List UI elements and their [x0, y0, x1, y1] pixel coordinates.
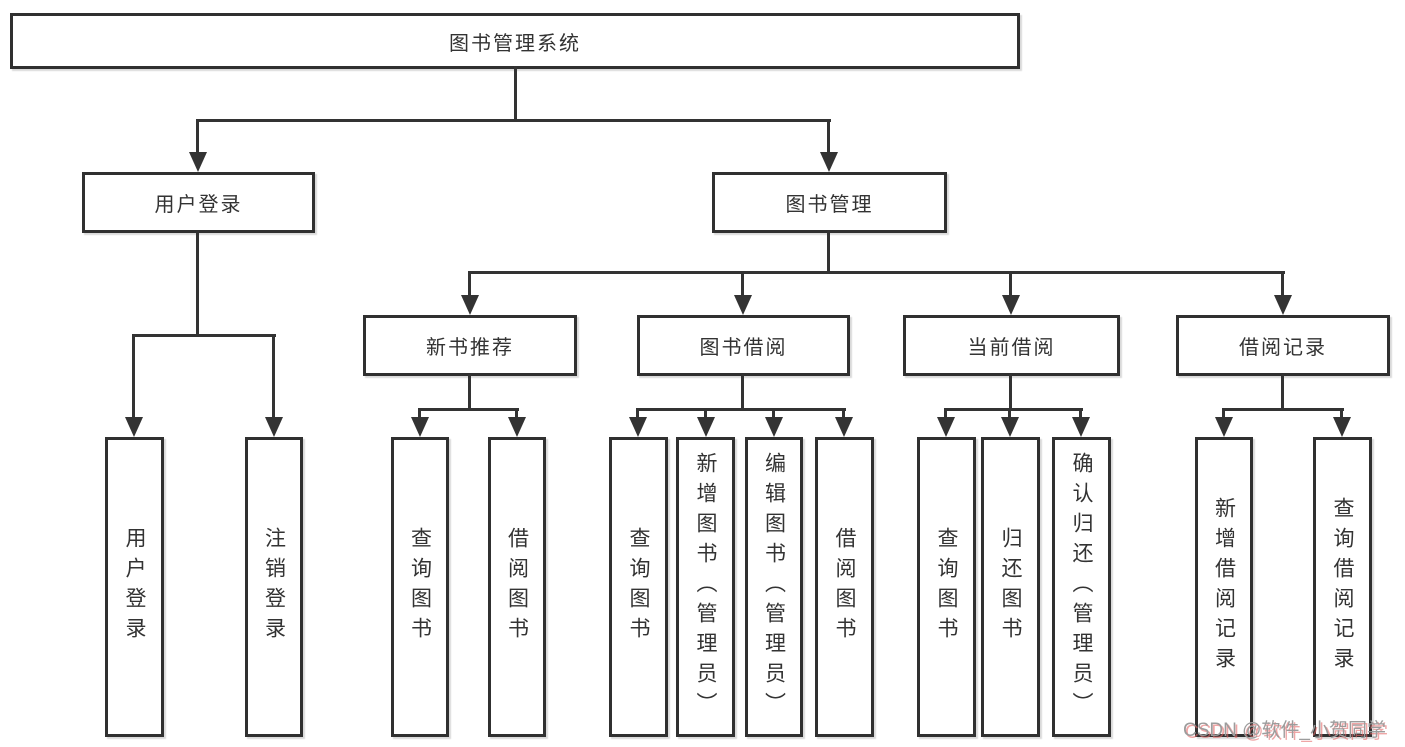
connector-arrowhead-down [1274, 295, 1292, 315]
leaf-label: 查询图书 [627, 527, 650, 647]
node-book-management: 图书管理 [712, 172, 947, 233]
connector-line [1281, 374, 1284, 410]
connector-line [468, 271, 471, 298]
connector-line [272, 334, 275, 419]
leaf-label: 新增借阅记录 [1212, 497, 1236, 677]
connector-line [1281, 271, 1284, 298]
node-book-borrow: 图书借阅 [637, 315, 850, 376]
connector-line [772, 408, 775, 420]
node-leaf-return-books: 归还图书 [981, 437, 1040, 737]
node-book-management-label: 图书管理 [785, 194, 874, 216]
connector-line [636, 408, 639, 420]
node-leaf-query-books-borrow: 查询图书 [609, 437, 668, 737]
connector-arrowhead-down [629, 417, 647, 437]
connector-line [1008, 408, 1011, 420]
connector-arrowhead-down [820, 152, 838, 172]
connector-line [196, 119, 199, 154]
connector-line [1009, 271, 1012, 298]
connector-arrowhead-down [697, 417, 715, 437]
node-leaf-borrow-books-recommend: 借阅图书 [488, 437, 546, 737]
leaf-label: 用户登录 [123, 527, 146, 647]
connector-line [418, 408, 519, 411]
leaf-label: 查询借阅记录 [1331, 497, 1354, 677]
connector-line [132, 334, 135, 419]
connector-arrowhead-down [835, 417, 853, 437]
connector-arrowhead-down [411, 417, 429, 437]
node-leaf-edit-books-admin: 编辑图书（管理员） [745, 437, 803, 737]
connector-line [1340, 408, 1343, 420]
leaf-label: 借阅图书 [833, 527, 856, 647]
node-leaf-add-borrow-record: 新增借阅记录 [1195, 437, 1253, 737]
connector-line [468, 374, 471, 410]
node-root-label: 图书管理系统 [449, 32, 581, 55]
leaf-label: 注销登录 [262, 527, 286, 647]
connector-line [1009, 374, 1012, 410]
node-root: 图书管理系统 [10, 13, 1020, 69]
connector-line [944, 408, 1083, 411]
leaf-label: 借阅图书 [505, 527, 529, 647]
node-user-login-label: 用户登录 [154, 194, 243, 216]
connector-line [1222, 408, 1344, 411]
connector-line [827, 230, 830, 274]
leaf-label: 归还图书 [999, 527, 1022, 647]
watermark: CSDN @软件_小贺同学 [1183, 720, 1386, 741]
connector-line [196, 119, 831, 122]
connector-arrowhead-down [461, 295, 479, 315]
node-user-login: 用户登录 [82, 172, 315, 233]
node-current-borrow-label: 当前借阅 [967, 337, 1056, 359]
node-borrow-records: 借阅记录 [1176, 315, 1390, 376]
node-new-book-recommend-label: 新书推荐 [426, 337, 514, 359]
node-leaf-borrow-books: 借阅图书 [815, 437, 874, 737]
connector-line [468, 271, 1285, 274]
connector-line [1079, 408, 1082, 420]
node-leaf-logout: 注销登录 [245, 437, 303, 737]
connector-arrowhead-down [125, 417, 143, 437]
node-current-borrow: 当前借阅 [903, 315, 1120, 376]
connector-line [944, 408, 947, 420]
node-leaf-query-books-recommend: 查询图书 [391, 437, 449, 737]
connector-arrowhead-down [1072, 417, 1090, 437]
connector-arrowhead-down [734, 295, 752, 315]
node-leaf-add-books-admin: 新增图书（管理员） [676, 437, 735, 737]
connector-line [1222, 408, 1225, 420]
connector-arrowhead-down [1333, 417, 1351, 437]
connector-arrowhead-down [765, 417, 783, 437]
leaf-label: 编辑图书（管理员） [762, 452, 786, 722]
connector-arrowhead-down [937, 417, 955, 437]
connector-arrowhead-down [1001, 417, 1019, 437]
node-leaf-query-books-current: 查询图书 [917, 437, 976, 737]
connector-line [133, 334, 276, 337]
node-leaf-query-borrow-record: 查询借阅记录 [1313, 437, 1372, 737]
leaf-label: 查询图书 [935, 527, 958, 647]
leaf-label: 新增图书（管理员） [694, 452, 717, 722]
connector-line [741, 374, 744, 410]
node-borrow-records-label: 借阅记录 [1239, 337, 1327, 359]
connector-line [418, 408, 421, 420]
connector-arrowhead-down [508, 417, 526, 437]
connector-arrowhead-down [1002, 295, 1020, 315]
connector-line [196, 230, 199, 336]
connector-arrowhead-down [1215, 417, 1233, 437]
node-leaf-confirm-return-admin: 确认归还（管理员） [1052, 437, 1111, 737]
connector-line [515, 408, 518, 420]
node-book-borrow-label: 图书借阅 [699, 337, 788, 359]
node-new-book-recommend: 新书推荐 [363, 315, 577, 376]
connector-line [842, 408, 845, 420]
connector-line [514, 66, 517, 122]
connector-line [704, 408, 707, 420]
leaf-label: 确认归还（管理员） [1070, 452, 1093, 722]
connector-arrowhead-down [189, 152, 207, 172]
connector-arrowhead-down [265, 417, 283, 437]
connector-line [636, 408, 846, 411]
node-leaf-user-login: 用户登录 [105, 437, 164, 737]
connector-line [827, 119, 830, 154]
leaf-label: 查询图书 [408, 527, 432, 647]
connector-line [741, 271, 744, 298]
